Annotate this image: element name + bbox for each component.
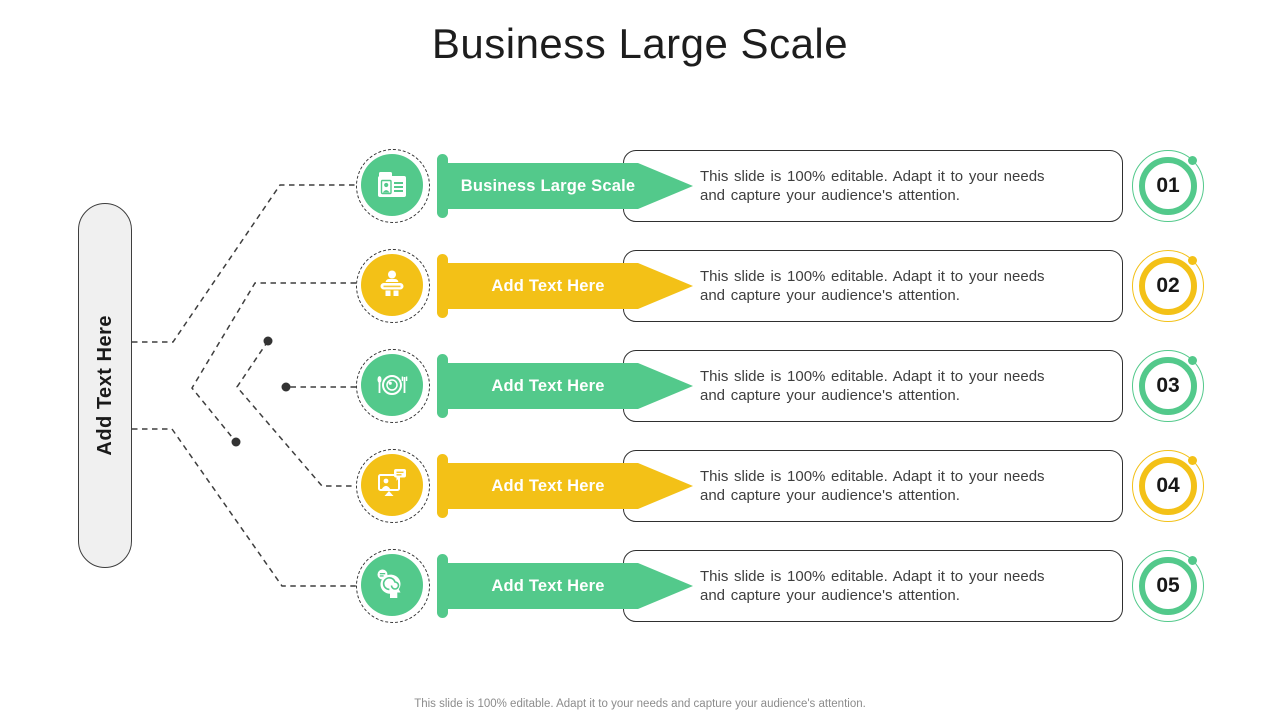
list-item: This slide is 100% editable. Adapt it to… <box>0 548 1280 624</box>
banner-label: Add Text Here <box>491 276 605 295</box>
badge-number: 03 <box>1156 374 1180 397</box>
description-box[interactable]: This slide is 100% editable. Adapt it to… <box>623 150 1123 222</box>
badge-dot-icon <box>1188 356 1197 365</box>
id-card-icon <box>378 172 406 197</box>
icon-circle[interactable] <box>356 349 430 423</box>
icon-circle[interactable] <box>356 449 430 523</box>
arrow-shape-icon <box>437 554 693 618</box>
sidebar-text-pill[interactable]: Add Text Here <box>78 203 132 568</box>
badge-dot-icon <box>1188 156 1197 165</box>
number-badge: 04 <box>1130 448 1206 524</box>
banner-label: Business Large Scale <box>460 176 636 195</box>
description-text: This slide is 100% editable. Adapt it to… <box>700 168 1045 204</box>
badge-number: 01 <box>1156 174 1180 197</box>
banner-label: Add Text Here <box>491 476 605 495</box>
icon-circle[interactable] <box>356 249 430 323</box>
description-box[interactable]: This slide is 100% editable. Adapt it to… <box>623 550 1123 622</box>
banner-arrow[interactable]: Business Large Scale <box>437 153 695 219</box>
arrow-shape-icon <box>437 254 693 318</box>
description-box[interactable]: This slide is 100% editable. Adapt it to… <box>623 350 1123 422</box>
badge-number: 05 <box>1156 574 1180 597</box>
footer-note: This slide is 100% editable. Adapt it to… <box>414 698 866 710</box>
arrow-shape-icon <box>437 154 693 218</box>
icon-circle[interactable] <box>356 549 430 623</box>
banner-arrow[interactable]: Add Text Here <box>437 453 695 519</box>
arrow-shape-icon <box>437 454 693 518</box>
description-text: This slide is 100% editable. Adapt it to… <box>700 468 1045 504</box>
page-title: Business Large Scale <box>431 20 849 67</box>
badge-dot-icon <box>1188 456 1197 465</box>
banner-arrow[interactable]: Add Text Here <box>437 253 695 319</box>
badge-number: 04 <box>1156 474 1180 497</box>
arrow-shape-icon <box>437 354 693 418</box>
banner-label: Add Text Here <box>491 376 605 395</box>
description-box[interactable]: This slide is 100% editable. Adapt it to… <box>623 450 1123 522</box>
number-badge: 02 <box>1130 248 1206 324</box>
description-text: This slide is 100% editable. Adapt it to… <box>700 368 1045 404</box>
description-text: This slide is 100% editable. Adapt it to… <box>700 268 1045 304</box>
badge-number: 02 <box>1156 274 1180 297</box>
badge-dot-icon <box>1188 556 1197 565</box>
subscriber-icon <box>379 270 405 296</box>
number-badge: 03 <box>1130 348 1206 424</box>
banner-arrow[interactable]: Add Text Here <box>437 353 695 419</box>
number-badge: 01 <box>1130 148 1206 224</box>
video-chat-icon <box>378 469 406 496</box>
food-plate-icon <box>377 375 408 395</box>
list-item: This slide is 100% editable. Adapt it to… <box>0 248 1280 324</box>
number-badge: 05 <box>1130 548 1206 624</box>
description-box[interactable]: This slide is 100% editable. Adapt it to… <box>623 250 1123 322</box>
banner-label: Add Text Here <box>491 576 605 595</box>
icon-circle[interactable] <box>356 149 430 223</box>
badge-dot-icon <box>1188 256 1197 265</box>
list-item: This slide is 100% editable. Adapt it to… <box>0 348 1280 424</box>
creative-mind-icon <box>377 569 401 598</box>
banner-arrow[interactable]: Add Text Here <box>437 553 695 619</box>
description-text: This slide is 100% editable. Adapt it to… <box>700 568 1045 604</box>
list-item: This slide is 100% editable. Adapt it to… <box>0 448 1280 524</box>
list-item: This slide is 100% editable. Adapt it to… <box>0 148 1280 224</box>
